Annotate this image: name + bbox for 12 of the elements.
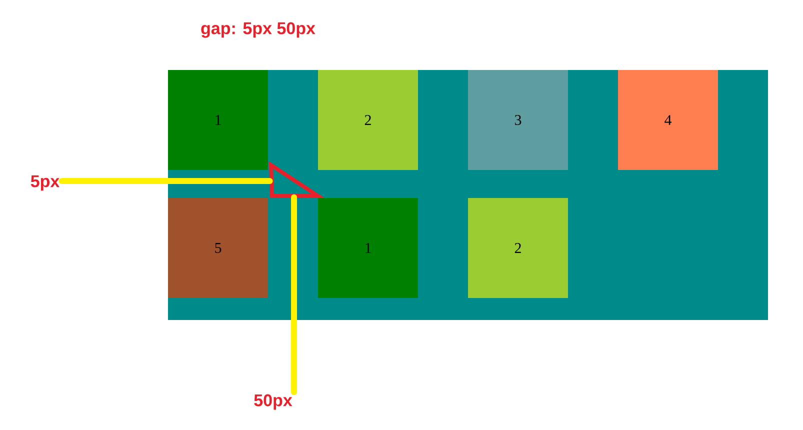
grid-item: 2 — [468, 198, 568, 298]
grid-item: 4 — [618, 70, 718, 170]
grid-item: 1 — [318, 198, 418, 298]
leader-line — [291, 194, 297, 396]
grid-item: 5 — [168, 198, 268, 298]
grid-item: 3 — [468, 70, 568, 170]
dimension-label: 50px — [254, 394, 292, 410]
leader-line — [58, 178, 273, 184]
title: gap: 5px 50px — [201, 22, 316, 38]
grid-item: 1 — [168, 70, 268, 170]
dimension-label: 5px — [30, 175, 60, 191]
grid-item: 2 — [318, 70, 418, 170]
